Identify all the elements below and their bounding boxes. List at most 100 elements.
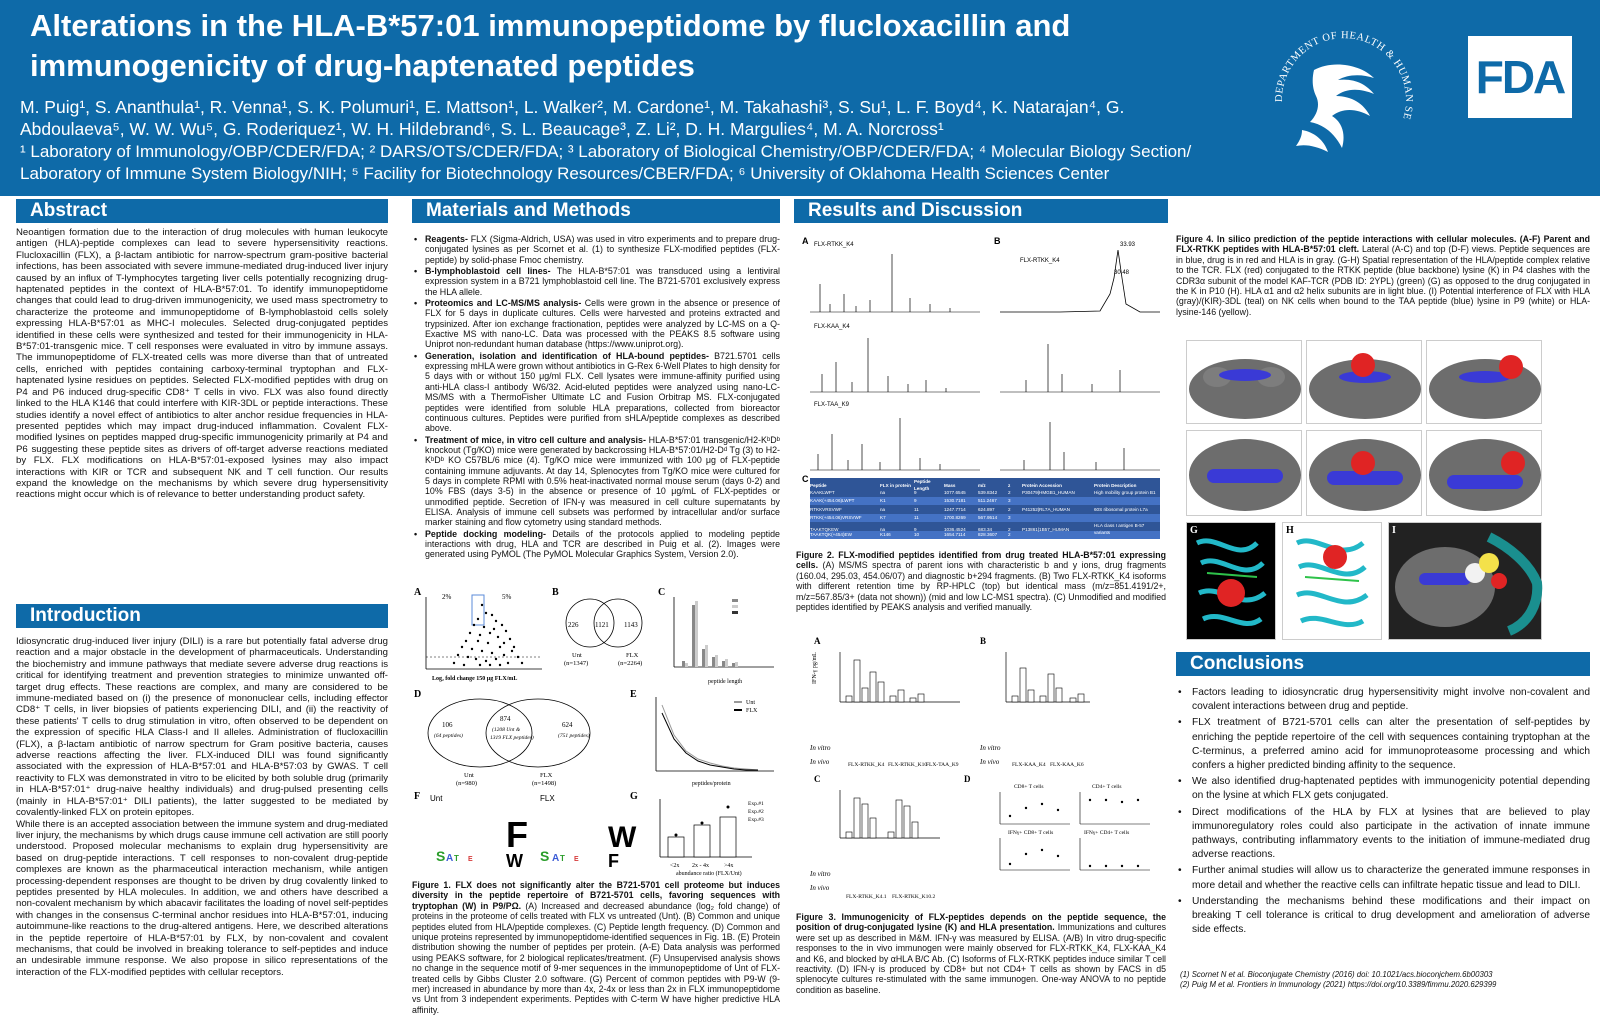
figure-2-graphic: A FLX-RTKK_K4 FLX-KAA_K4 FLX-TAA_K9 B FL… — [802, 236, 1160, 484]
fig1-e-xlabel: peptides/protein — [692, 781, 731, 787]
reference-item: (2) Puig M et al. Frontiers in Immunolog… — [1180, 979, 1497, 989]
fig1-b-mid: 1121 — [595, 621, 609, 629]
fig1-label-b: B — [552, 587, 559, 598]
fig3-b-bars — [1011, 667, 1085, 703]
intro-paragraph-1: Idiosyncratic drug-induced liver injury … — [16, 636, 388, 819]
fig4-panel-f: F — [1426, 430, 1542, 516]
fig1-d-unt-n: (n=980) — [456, 780, 477, 787]
fig2-ms-label: FLX-RTKK_K4 — [1020, 258, 1060, 264]
fig3-label-b: B — [980, 636, 986, 646]
conclusions-header: Conclusions — [1176, 652, 1590, 676]
svg-text:F: F — [608, 851, 619, 871]
figure-4-caption: Figure 4. In silico prediction of the pe… — [1176, 234, 1590, 317]
conclusions-list: Factors leading to idiosyncratic drug hy… — [1176, 686, 1590, 939]
abstract-header: Abstract — [16, 199, 388, 223]
methods-list: Reagents- FLX (Sigma-Aldrich, USA) was u… — [414, 234, 780, 561]
fig1-label-d: D — [414, 689, 421, 700]
hhs-seal-logo: DEPARTMENT OF HEALTH & HUMAN SERVICES·US… — [1262, 12, 1413, 152]
fig3-label-c: C — [814, 774, 821, 784]
fig1-label-f: F — [414, 791, 420, 802]
figure-1-graphic: A 2% 5% Log₂ fold change 150 μg FLX/mL B… — [414, 587, 774, 877]
fig1-label-g: G — [630, 791, 638, 802]
fig1-label-c: C — [658, 587, 665, 598]
results-header: Results and Discussion — [794, 199, 1168, 223]
fig2-spec2: FLX-KAA_K4 — [814, 324, 850, 330]
fig1-d-left: 106 — [442, 721, 453, 729]
methods-item: Peptide docking modeling- Details of the… — [414, 529, 780, 560]
fig1-f-flx: FLX — [540, 794, 555, 803]
fda-logo: FDA — [1468, 36, 1572, 118]
methods-header: Materials and Methods — [412, 199, 780, 223]
svg-text:A: A — [552, 853, 559, 864]
fig1-e-legend-unt: Unt — [746, 700, 755, 706]
fig2-spec3: FLX-TAA_K9 — [814, 402, 850, 408]
fig3-c-vivo2: FLX-RTKK_K10.2 — [892, 894, 935, 900]
svg-text:F: F — [506, 814, 528, 855]
figure-3-caption: Figure 3. Immunogenicity of FLX-peptides… — [796, 912, 1166, 995]
fig3-d-cd4: CD4+ T cells — [1092, 784, 1121, 790]
fig4-panel-g: G — [1186, 522, 1276, 640]
fig3-b-vivo2: FLX-KAA_K6 — [1050, 762, 1084, 768]
fig3-a-in-vivo: In vivo — [809, 758, 830, 766]
fig3-b-in-vivo: In vivo — [979, 758, 1000, 766]
affils-line-2: Laboratory of Immune System Biology/NIH;… — [20, 164, 1110, 183]
fig3-a-vivo3: FLX-TAA_K9 — [926, 762, 959, 768]
fig3-b-vivo1: FLX-KAA_K4 — [1012, 762, 1046, 768]
fig4-panel-i: I — [1388, 522, 1543, 640]
methods-item: Proteomics and LC-MS/MS analysis- Cells … — [414, 298, 780, 350]
intro-paragraph-2: While there is an accepted association b… — [16, 818, 388, 978]
conclusion-item: FLX treatment of B721-5701 cells can alt… — [1176, 716, 1590, 773]
fig3-b-in-vitro: In vitro — [979, 744, 1001, 752]
fig2-b-ms2-peaks — [1023, 422, 1125, 470]
fig1-label-e: E — [630, 689, 637, 700]
fig2-spec1: FLX-RTKK_K4 — [814, 242, 854, 248]
fig1-g-legend-2: Exp.#2 — [748, 809, 764, 815]
fig3-c-bars — [845, 797, 919, 839]
fig4-panel-b: B FLX-RTKK_K4 — [1306, 340, 1422, 424]
fig2-peak1: 33.93 — [1120, 242, 1136, 248]
introduction-text: Idiosyncratic drug-induced liver injury … — [16, 636, 388, 978]
fig4-panel-c: C FLX-RTKK_K10 — [1426, 340, 1542, 424]
svg-text:W: W — [608, 821, 637, 854]
fig3-d-points — [1008, 798, 1140, 868]
reference-item: (1) Scornet N et al. Bioconjugate Chemis… — [1180, 970, 1493, 979]
fig1-b-left: 226 — [568, 621, 579, 629]
conclusion-item: Understanding the mechanisms behind thes… — [1176, 895, 1590, 938]
fig2-label-c: C — [802, 474, 809, 484]
fig3-a-bars — [845, 659, 925, 703]
fig1-g-xlabel: abundance ratio (FLX/Unt) — [676, 870, 742, 877]
fig1-a-xlabel: Log₂ fold change 150 μg FLX/mL — [432, 676, 517, 682]
figure-3-graphic: A B C D IFN-γ pg/mL In vitro In vivo FLX… — [809, 636, 1150, 900]
affils-line-1: ¹ Laboratory of Immunology/OBP/CDER/FDA;… — [20, 142, 1192, 161]
conclusion-item: Further animal studies will allow us to … — [1176, 864, 1590, 892]
fig2-spec3-peaks — [817, 418, 941, 470]
fig1-d-flx-n: (n=1498) — [532, 780, 556, 787]
figure-2-caption: Figure 2. FLX-modified peptides identifi… — [796, 550, 1166, 613]
fig1-g-tick-3: >4x — [724, 863, 733, 869]
fig1-g-tick-1: <2x — [670, 863, 679, 869]
fig1-c-bars — [682, 601, 738, 667]
poster-header: Alterations in the HLA-B*57:01 immunopep… — [0, 0, 1600, 196]
fig1-d-flx: FLX — [540, 772, 553, 779]
fig1-e-legend-flx: FLX — [746, 708, 758, 714]
fig3-c-in-vivo: In vivo — [809, 884, 830, 892]
fig1-d-right-sub: (751 peptides) — [558, 732, 590, 739]
methods-item: B-lymphoblastoid cell lines- The HLA-B*5… — [414, 266, 780, 297]
fig3-c-vivo1: FLX-RTKK_K4.1 — [846, 894, 887, 900]
fig3-a-vivo1: FLX-RTKK_K4 — [848, 762, 885, 768]
abstract-text: Neoantigen formation due to the interact… — [16, 227, 388, 501]
fig4-panel-e: E — [1306, 430, 1422, 516]
fig2-b-ms1-peaks — [1025, 344, 1121, 392]
title-line-2: immunogenicity of drug-haptenated peptid… — [30, 48, 695, 83]
fig1-b-unt: Unt — [572, 652, 582, 659]
fig1-b-right: 1143 — [624, 621, 638, 629]
fig2-peak2: 30.48 — [1114, 270, 1130, 276]
affiliation-list: ¹ Laboratory of Immunology/OBP/CDER/FDA;… — [20, 141, 1260, 185]
fig3-label-a: A — [814, 636, 821, 646]
methods-item: Treatment of mice, in vitro cell culture… — [414, 435, 780, 528]
fig3-d-cd8: CD8+ T cells — [1014, 784, 1043, 790]
